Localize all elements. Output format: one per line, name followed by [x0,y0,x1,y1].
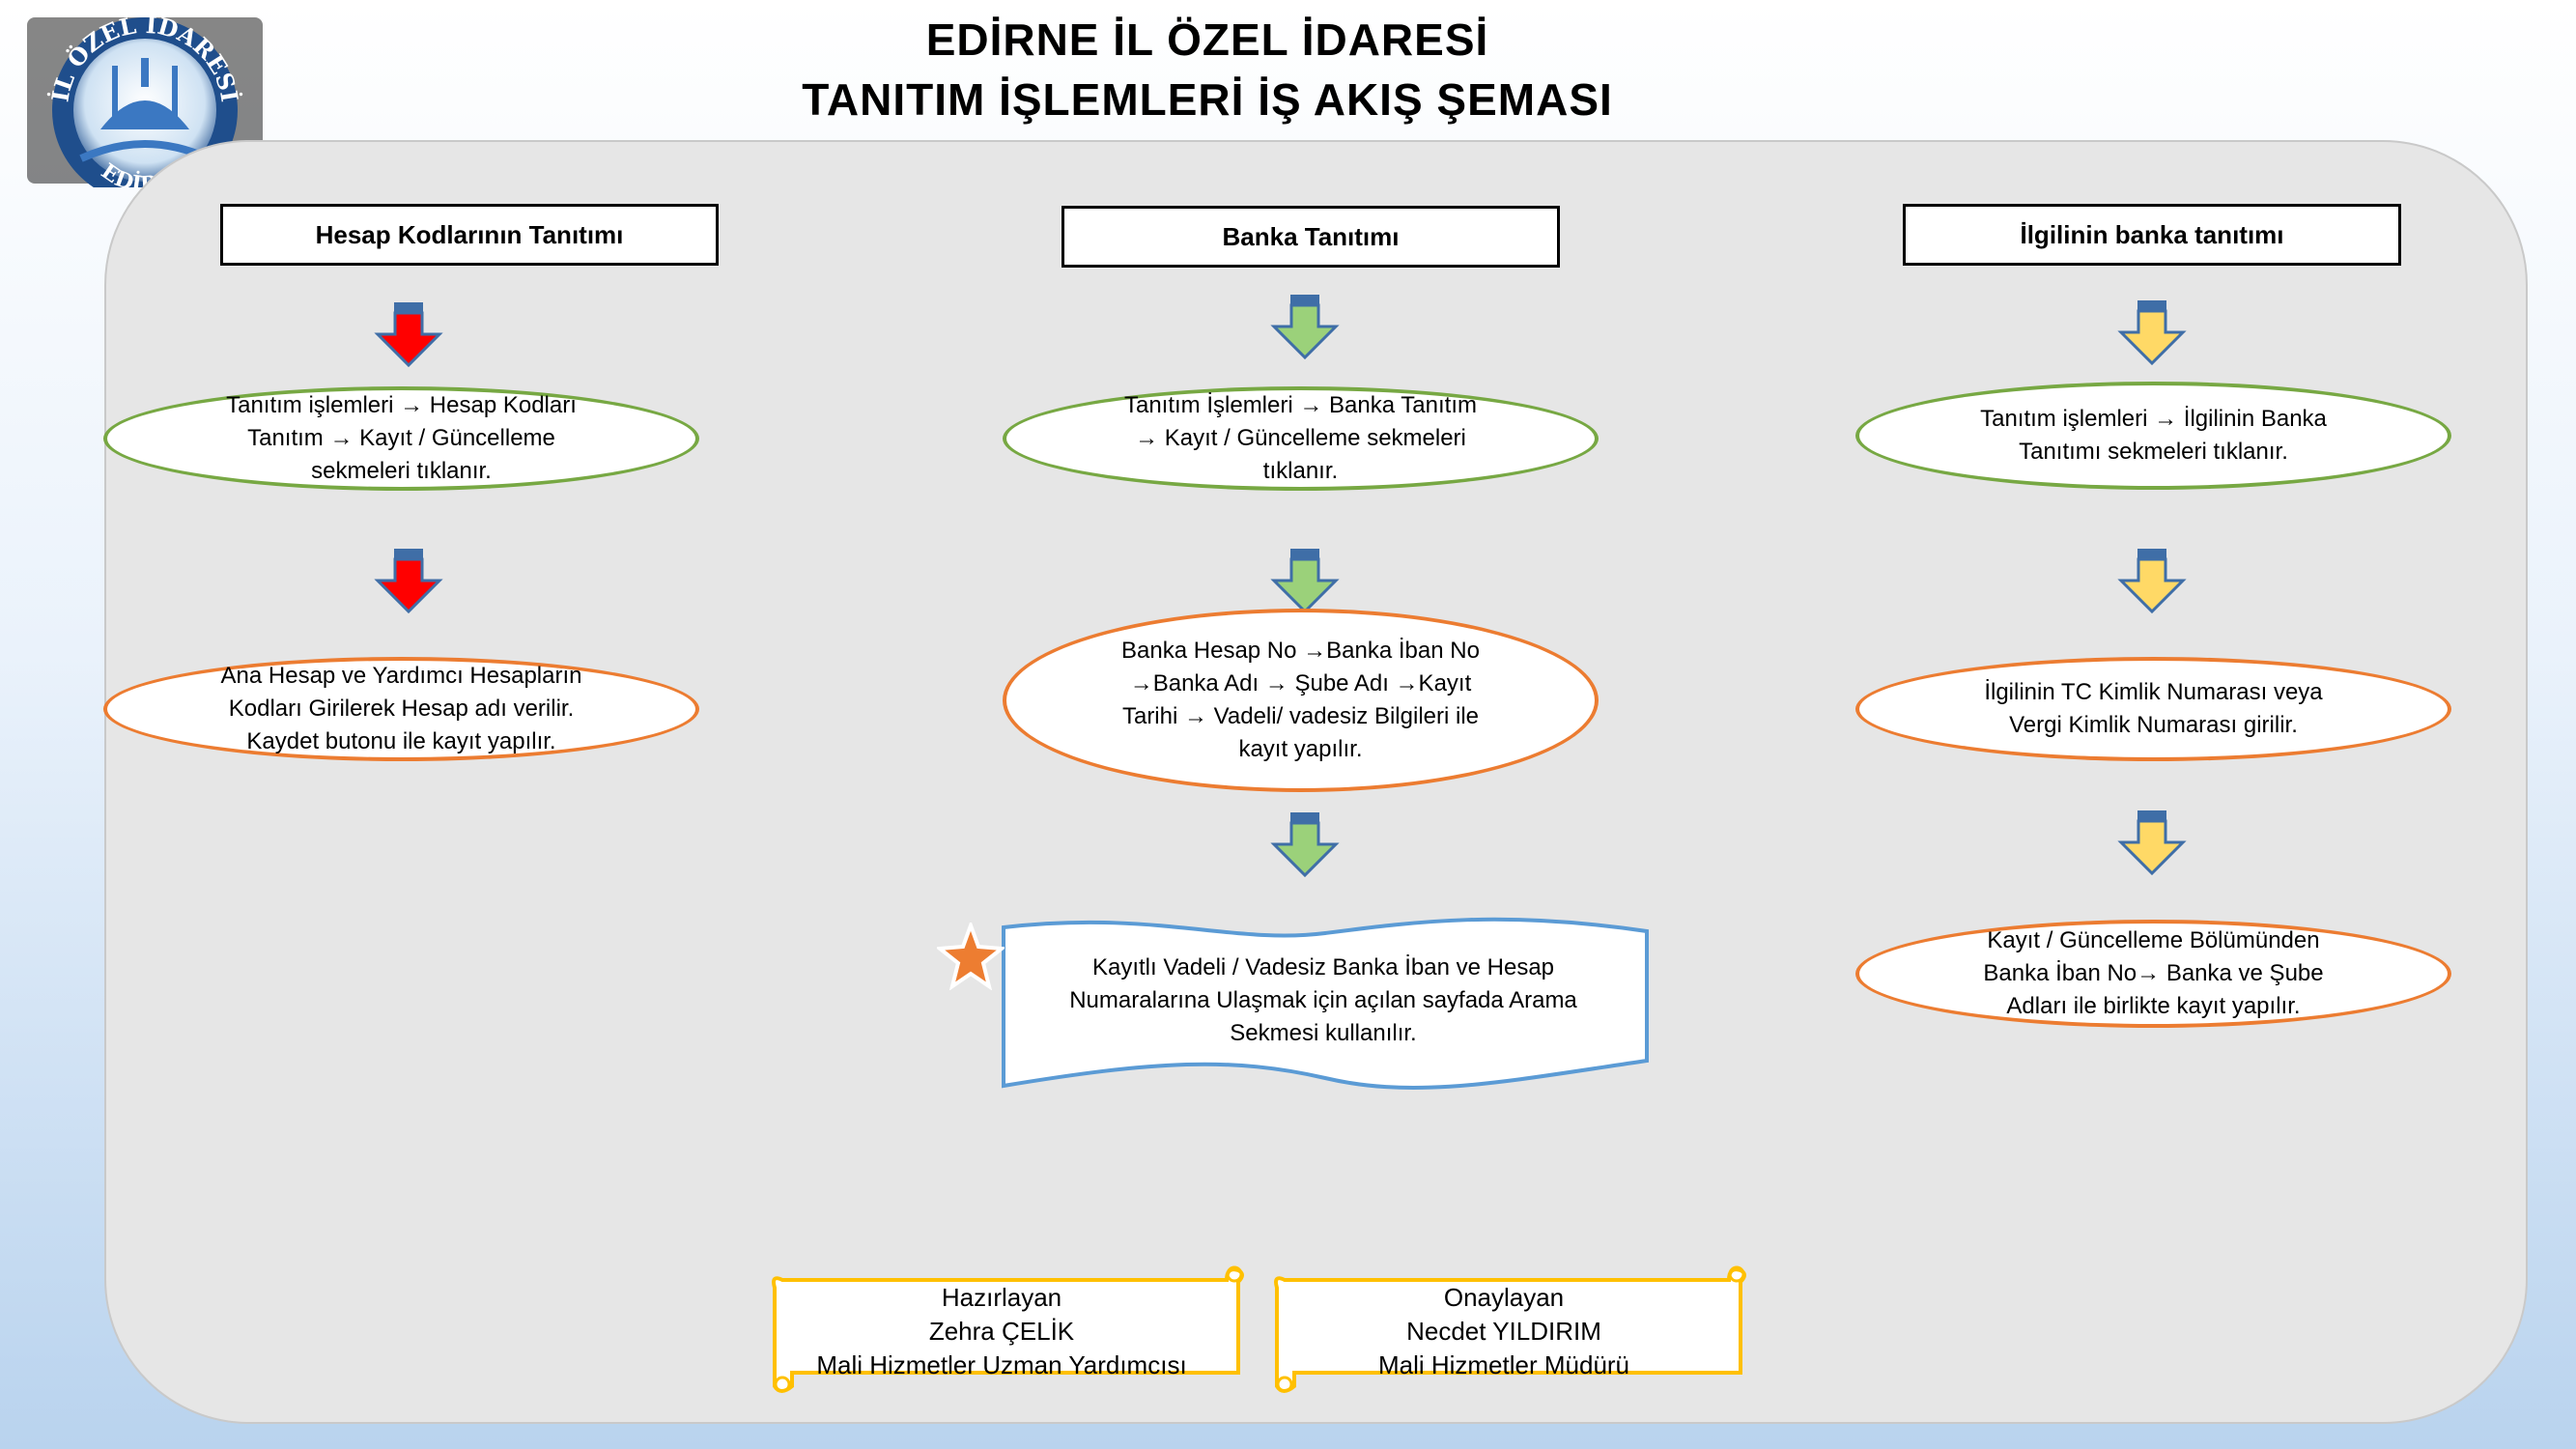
approved-by: Onaylayan Necdet YILDIRIM Mali Hizmetler… [1291,1281,1716,1382]
column-header-bank: Banka Tanıtımı [1062,206,1560,268]
down-arrow-icon [2117,810,2187,876]
star-icon [937,923,1005,990]
step-box: Kayıt / Güncelleme Bölümünden Banka İban… [1855,920,2451,1028]
step-box: İlgilinin TC Kimlik Numarası veya Vergi … [1855,657,2451,761]
step-box: Tanıtım işlemleri → Hesap Kodları Tanıtı… [103,386,699,491]
step-box: Tanıtım İşlemleri → Banka Tanıtım → Kayı… [1003,386,1599,491]
prepared-role: Mali Hizmetler Uzman Yardımcısı [816,1350,1187,1379]
approved-label: Onaylayan [1443,1283,1565,1312]
approved-role: Mali Hizmetler Müdürü [1377,1350,1630,1379]
down-arrow-icon [374,301,443,368]
prepared-label: Hazırlayan [941,1283,1062,1312]
page-title: EDİRNE İL ÖZEL İDARESİ [925,14,1489,65]
note-text: Kayıtlı Vadeli / Vadesiz Banka İban ve H… [1069,954,1577,1046]
down-arrow-icon [2117,548,2187,614]
page-subtitle: TANITIM İŞLEMLERİ İŞ AKIŞ ŞEMASI [802,74,1613,125]
prepared-name: Zehra ÇELİK [928,1317,1075,1346]
down-arrow-icon [1270,294,1340,360]
note-shape [1002,917,1649,1091]
prepared-by-scroll [772,1265,1244,1393]
down-arrow-icon [1270,811,1340,878]
down-arrow-icon [374,548,443,614]
approved-by-scroll [1274,1265,1746,1393]
down-arrow-icon [2117,299,2187,366]
column-header-account-codes: Hesap Kodlarının Tanıtımı [220,204,719,266]
step-box: Tanıtım işlemleri → İlgilinin Banka Tanı… [1855,382,2451,490]
step-box: Banka Hesap No →Banka İban No →Banka Adı… [1003,609,1599,792]
column-header-beneficiary-bank: İlgilinin banka tanıtımı [1903,204,2401,266]
step-box: Ana Hesap ve Yardımcı Hesapların Kodları… [103,657,699,761]
down-arrow-icon [1270,548,1340,614]
prepared-by: Hazırlayan Zehra ÇELİK Mali Hizmetler Uz… [789,1281,1214,1382]
approved-name: Necdet YILDIRIM [1406,1317,1601,1346]
